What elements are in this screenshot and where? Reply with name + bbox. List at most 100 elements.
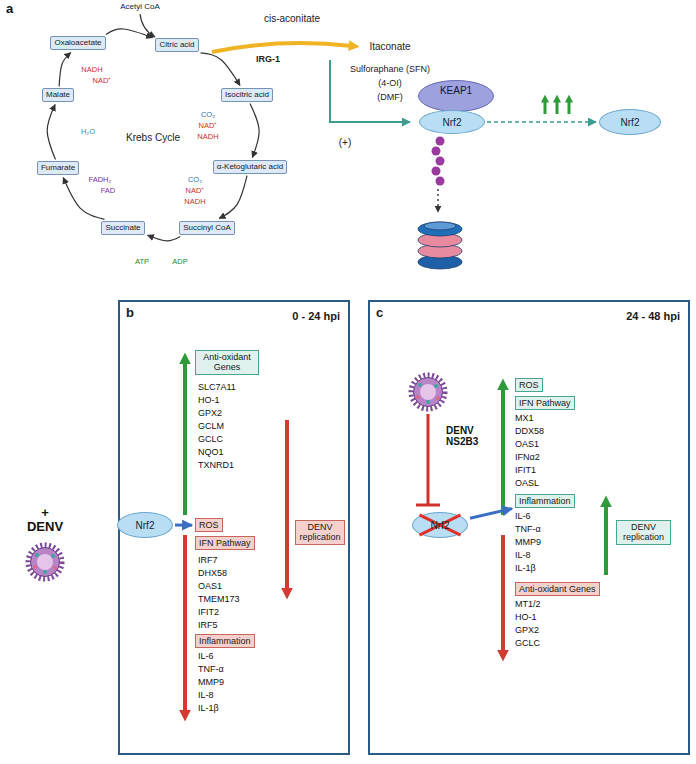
node-label: DENV replication [620,522,667,543]
decreased-category-box: IFN Pathway [195,536,255,550]
gene-name: GPX2 [198,409,222,419]
gene-name: MMP9 [515,538,541,548]
compound-label: (4-OI) [378,79,402,89]
cofactor-label: NADH [184,198,205,206]
gene-name: TNF-α [515,525,541,535]
metabolite-box: Succinyl CoA [179,221,235,234]
protein-blob: Nrf2 [412,512,468,538]
time-range: 0 - 24 hpi [292,310,340,322]
annotation: Itaconate [369,41,410,52]
node-label: Nrf2 [431,520,450,531]
gene-name: DHX58 [198,569,227,579]
cofactor-label: NAD⁺ [199,122,218,130]
metabolite-box: Succinate [101,221,144,234]
protease-label: DENV NS2B3 [446,425,492,447]
protein-blob: Nrf2 [117,512,173,538]
gene-name: IL-6 [198,652,214,662]
node-label: Inflammation [519,496,571,506]
decreased-category-box: ROS [195,518,223,532]
cofactor-label: FADH₂ [89,176,112,184]
gene-name: NQO1 [198,448,224,458]
cycle-arrow [47,105,55,160]
decreased-category-box: DENV replication [295,520,345,545]
gene-name: TXNRD1 [198,461,234,471]
irg1-arrow [212,43,352,52]
cofactor-label: CO₂ [188,176,202,184]
gene-name: TMEM173 [198,595,240,605]
decreased-category-box: Inflammation [195,634,255,648]
gene-name: IL-8 [198,691,214,701]
node-label: IFN Pathway [199,538,251,548]
node-label: Malate [46,90,70,99]
cross-stroke [419,515,460,535]
increased-category-box: IFN Pathway [515,396,575,410]
cofactor-label: H₂O [81,128,95,136]
cycle-arrow [219,176,247,219]
virus-icon [411,375,445,409]
cycle-arrow [201,53,240,86]
node-label: Citric acid [159,40,194,49]
node-label: ROS [199,520,219,530]
protein-blob: KEAP1 [418,80,494,112]
panel-letter: a [6,2,13,16]
cycle-arrow [106,29,153,38]
gene-name: GCLM [198,422,224,432]
ubiquitin-chain [432,137,445,186]
annotation: (+) [339,137,352,148]
node-label: Oxaloacetate [54,38,101,47]
gene-name: IL-1β [198,704,219,714]
cofactor-label: ATP [135,258,149,266]
panel-frame: Nrf2 Anti-oxidant GenesROS IFN PathwayInfl… [118,300,350,755]
cycle-arrow [250,104,259,158]
panel-letter: c [376,305,383,320]
gene-name: MX1 [515,414,534,424]
enzyme-label: IRG-1 [256,55,280,65]
cofactor-label: NAD⁺ [186,187,205,195]
node-label: Anti-oxidant Genes [519,584,596,594]
annotation: Krebs Cycle [126,132,180,143]
decreased-category-box: Anti-oxidant Genes [515,582,600,596]
pathway-arrow [470,509,512,519]
node-label: KEAP1 [440,85,472,96]
increased-category-box: Anti-oxidant Genes [195,350,259,375]
cofactor-label: NAD⁺ [93,77,112,85]
node-label: Nrf2 [621,117,640,128]
node-label: Nrf2 [443,117,462,128]
node-label: Isocitric acid [225,90,269,99]
gene-name: TNF-α [198,665,224,675]
annotation: cis-aconitate [264,13,320,24]
cycle-arrow [148,235,181,241]
cofactor-label: NADH [81,66,102,74]
pathway-arrow [487,121,596,123]
node-label: Succinate [105,223,140,232]
gene-name: DDX58 [515,427,544,437]
gene-name: SLC7A11 [198,383,236,393]
cofactor-label: NADH [197,133,218,141]
gene-name: HO-1 [515,613,537,623]
gene-name: IRF5 [198,621,218,631]
gene-name: OASL [515,479,539,489]
metabolite-box: Fumarate [37,161,79,174]
protein-blob: Nrf2 [599,109,661,135]
metabolite-box: Malate [42,88,74,101]
infection-label: + DENV [22,506,68,535]
trend-arrows [185,362,606,712]
gene-name: IL-8 [515,551,531,561]
node-label: IFN Pathway [519,398,571,408]
metabolite-box: Oxaloacetate [50,36,105,49]
compound-label: (DMF) [377,93,403,103]
metabolite-box: α-Ketoglutaric acid [213,160,287,173]
inhibition-line [416,414,440,505]
gene-name: GCLC [198,435,223,445]
gene-name: OAS1 [198,582,222,592]
node-label: Fumarate [41,163,75,172]
gene-name: GCLC [515,639,540,649]
gene-name: GPX2 [515,626,539,636]
metabolite-box: Citric acid [155,38,198,51]
proteasome [418,222,462,269]
cofactor-label: FAD [101,187,116,195]
gene-name: OAS1 [515,440,539,450]
degradation-arrow [437,189,438,212]
